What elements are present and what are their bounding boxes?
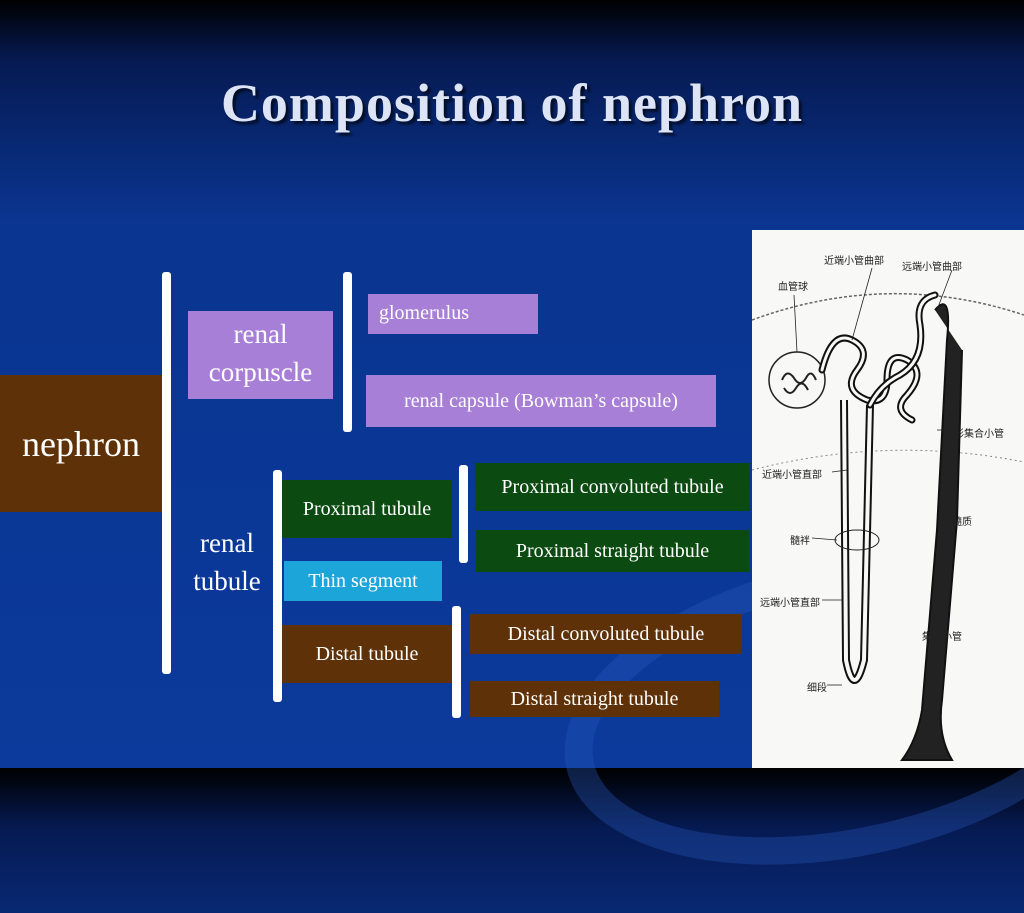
thin-segment-label: Thin segment bbox=[308, 569, 418, 592]
label-proximal-straight: 近端小管直部 bbox=[762, 470, 822, 481]
distal-tubule-box: Distal tubule bbox=[282, 625, 452, 683]
distal-tubule-label: Distal tubule bbox=[315, 642, 419, 665]
renal-capsule-label: renal capsule (Bowman’s capsule) bbox=[404, 389, 678, 412]
distal-convoluted-box: Distal convoluted tubule bbox=[470, 614, 742, 654]
label-medullary-ray: 髓袢 bbox=[790, 536, 810, 547]
renal-corpuscle-line1: renal bbox=[233, 319, 288, 349]
label-proximal-convoluted: 近端小管曲部 bbox=[824, 256, 884, 267]
thin-segment-box: Thin segment bbox=[284, 561, 442, 601]
proximal-tubule-box: Proximal tubule bbox=[282, 480, 452, 538]
proximal-tubule-label: Proximal tubule bbox=[302, 497, 432, 520]
glomerulus-label: glomerulus bbox=[379, 302, 469, 324]
renal-tubule-line2: tubule bbox=[193, 566, 261, 596]
bracket-distal bbox=[452, 606, 461, 718]
label-glomerulus: 血管球 bbox=[778, 282, 808, 293]
label-thin-segment: 细段 bbox=[807, 683, 827, 694]
renal-capsule-box: renal capsule (Bowman’s capsule) bbox=[366, 375, 716, 427]
label-medulla: 髓质 bbox=[952, 517, 972, 528]
nephron-illustration: 近端小管曲部 远端小管曲部 血管球 弓形集合小管 近端小管直部 髓质 髓袢 远端… bbox=[752, 230, 1024, 768]
distal-straight-label: Distal straight tubule bbox=[510, 687, 679, 710]
nephron-box: nephron bbox=[0, 375, 162, 512]
label-distal-convoluted: 远端小管曲部 bbox=[902, 262, 962, 273]
distal-straight-box: Distal straight tubule bbox=[470, 681, 719, 717]
label-distal-straight: 远端小管直部 bbox=[760, 598, 820, 609]
renal-tubule-label: renal tubule bbox=[182, 524, 272, 600]
proximal-straight-box: Proximal straight tubule bbox=[476, 530, 749, 572]
renal-corpuscle-line2: corpuscle bbox=[208, 357, 313, 387]
label-collecting-duct: 集合小管 bbox=[922, 632, 962, 643]
slide-title: Composition of nephron bbox=[220, 73, 804, 133]
bracket-proximal bbox=[459, 465, 468, 563]
proximal-convoluted-label: Proximal convoluted tubule bbox=[501, 475, 724, 498]
proximal-straight-label: Proximal straight tubule bbox=[515, 539, 710, 562]
bracket-corpuscle bbox=[343, 272, 352, 432]
nephron-label: nephron bbox=[22, 423, 140, 464]
bracket-tubule bbox=[273, 470, 282, 702]
bracket-main bbox=[162, 272, 171, 674]
nephron-drawing bbox=[752, 267, 1024, 761]
glomerulus-box: glomerulus bbox=[368, 294, 538, 334]
label-arched-collecting: 弓形集合小管 bbox=[944, 429, 1004, 440]
renal-tubule-line1: renal bbox=[200, 528, 254, 558]
distal-convoluted-label: Distal convoluted tubule bbox=[507, 622, 705, 645]
proximal-convoluted-box: Proximal convoluted tubule bbox=[475, 463, 750, 511]
renal-corpuscle-box: renal corpuscle bbox=[188, 311, 333, 399]
